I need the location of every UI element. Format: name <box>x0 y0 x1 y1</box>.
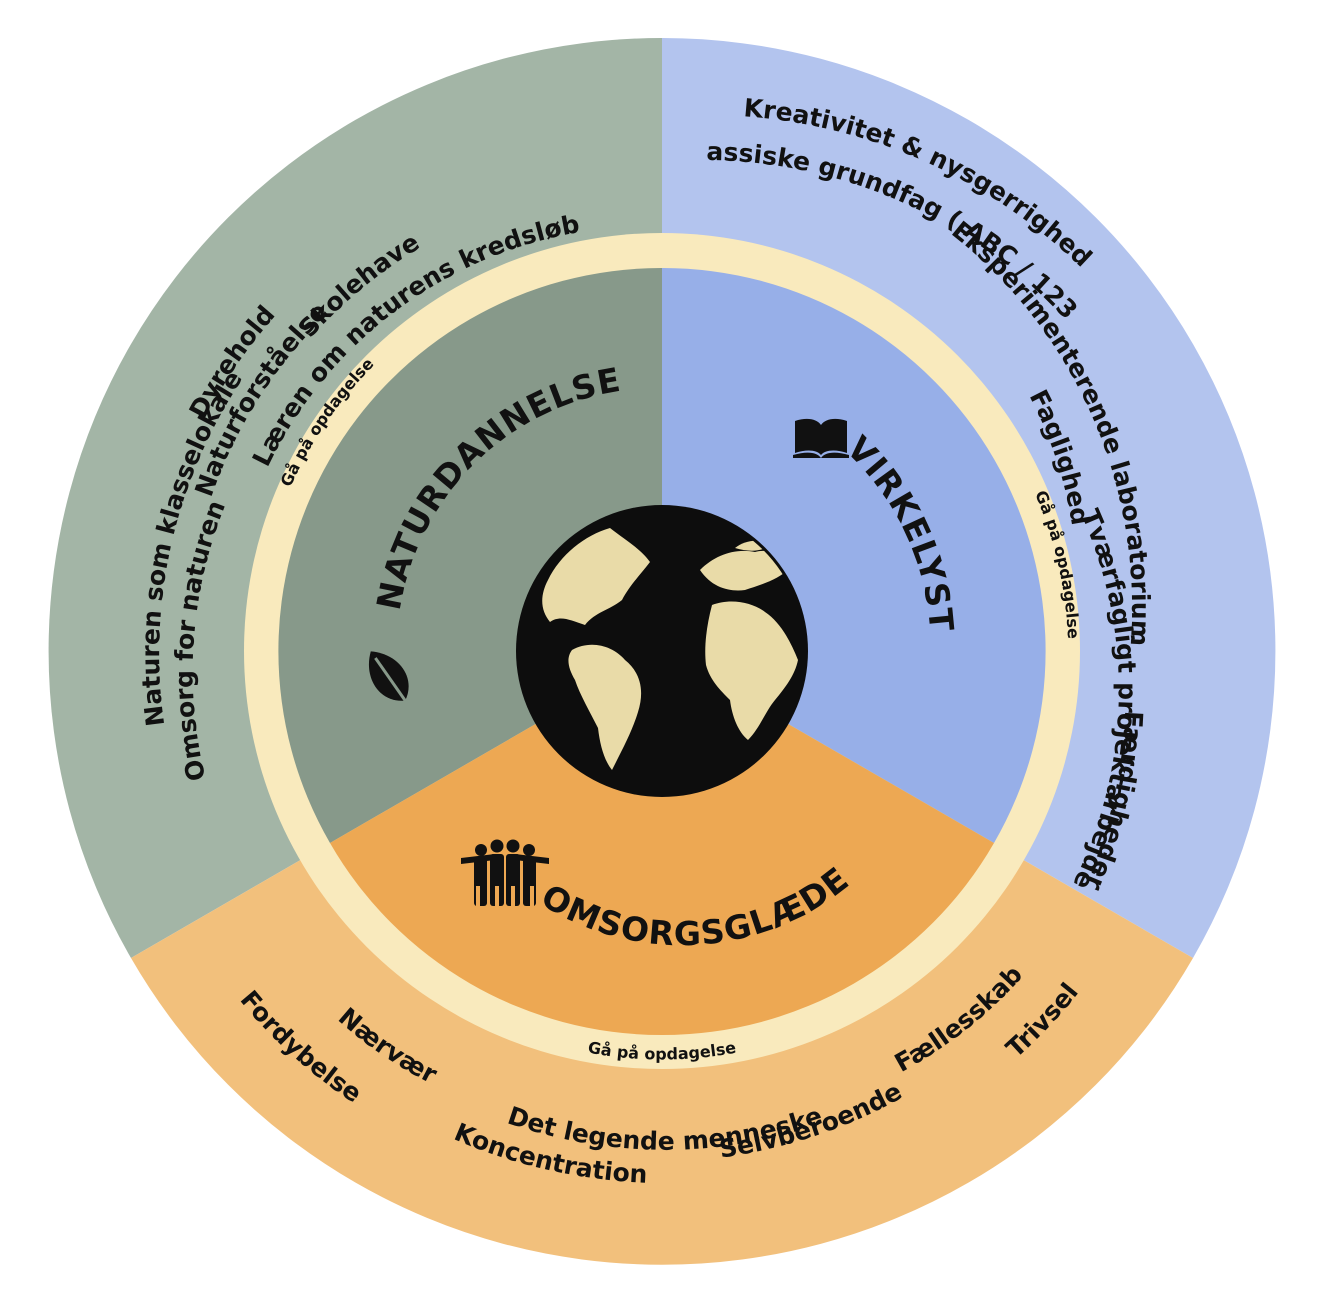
leaf-icon <box>369 651 409 705</box>
globe-icon <box>516 505 808 797</box>
inner-sector-omsorgsglaede <box>330 651 994 1036</box>
book-icon <box>793 418 849 458</box>
people-group-icon <box>461 839 549 908</box>
